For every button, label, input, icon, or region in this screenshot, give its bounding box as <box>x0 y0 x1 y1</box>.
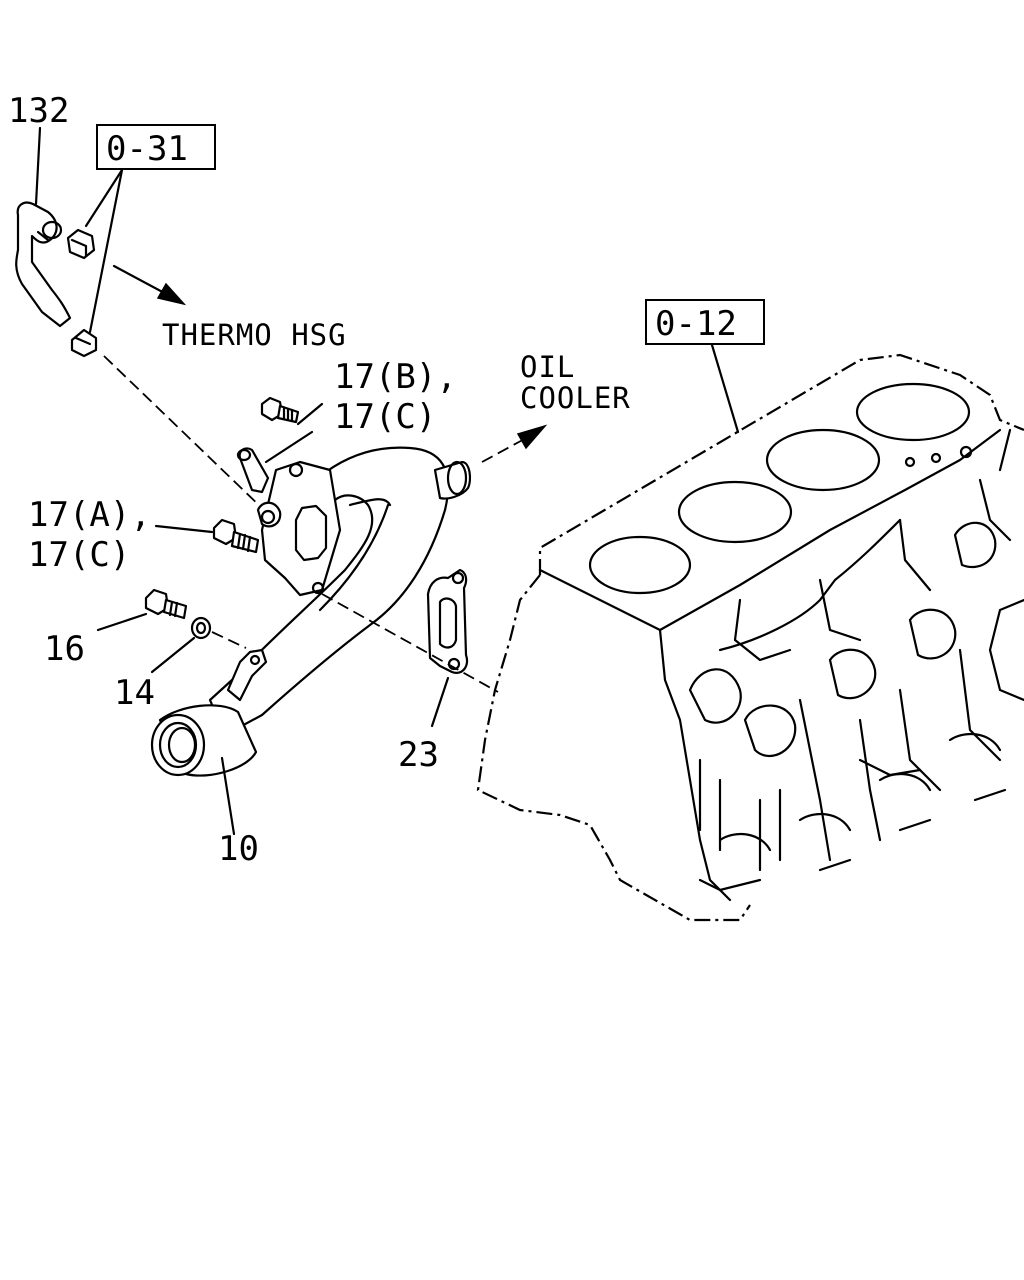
bolt-17-lower <box>154 518 260 554</box>
clamp-parts <box>66 168 124 358</box>
dash-clamp-pipe <box>103 355 265 511</box>
leader-132 <box>34 126 42 206</box>
callout-17c-top: 17(C) <box>334 397 436 437</box>
label-oil: OIL <box>520 350 575 384</box>
dash-gasket-block <box>321 593 499 693</box>
callout-17a: 17(A), <box>28 495 151 535</box>
callout-10: 10 <box>218 829 259 869</box>
arrow-thermo-hsg <box>112 264 187 306</box>
water-pipe-10 <box>150 446 472 836</box>
gasket-23 <box>426 568 469 728</box>
ref-box-0-12 <box>645 299 765 345</box>
engine-block <box>476 343 1024 922</box>
callout-23: 23 <box>398 735 439 775</box>
bolt-17-upper <box>260 396 324 464</box>
hose-132 <box>15 201 72 328</box>
label-cooler: COOLER <box>520 381 631 415</box>
ref-0-31: 0-31 <box>106 129 188 169</box>
callout-132: 132 <box>8 91 69 131</box>
callout-17b: 17(B), <box>334 357 457 397</box>
ref-box-0-31 <box>96 124 216 170</box>
bolt-16 <box>96 588 188 632</box>
callout-14: 14 <box>114 673 155 713</box>
arrow-oil-cooler <box>481 424 548 463</box>
label-thermo-hsg: THERMO HSG <box>162 318 347 352</box>
callout-16: 16 <box>44 629 85 669</box>
ref-0-12: 0-12 <box>655 304 737 344</box>
callout-17c-bottom: 17(C) <box>28 535 130 575</box>
washer-14 <box>150 616 247 674</box>
